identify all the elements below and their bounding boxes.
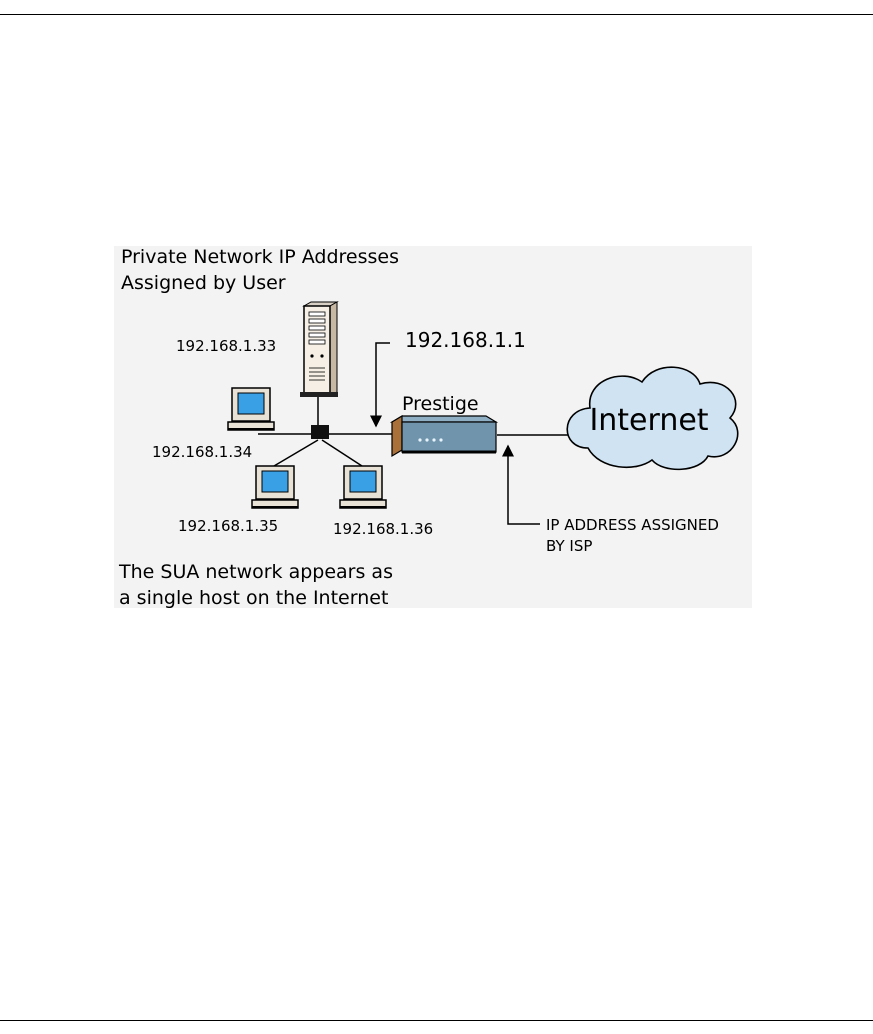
gateway-arrow xyxy=(370,342,390,428)
server-icon xyxy=(300,301,339,397)
isp-arrow xyxy=(502,444,540,525)
internet-label: Internet xyxy=(589,403,708,438)
pc-icon xyxy=(339,465,387,509)
router-label: Prestige xyxy=(402,393,479,415)
pc-ip-label: 192.168.1.34 xyxy=(152,443,252,461)
isp-note-line-1: IP ADDRESS ASSIGNED xyxy=(546,516,719,534)
isp-note-line-2: BY ISP xyxy=(546,537,592,555)
hub-icon xyxy=(311,425,329,439)
server-ip-label: 192.168.1.33 xyxy=(176,337,276,355)
pc-ip-label: 192.168.1.36 xyxy=(333,520,433,538)
pc-icon xyxy=(227,387,275,431)
footer-line-2: a single host on the Internet xyxy=(119,587,388,609)
internet-cloud-icon xyxy=(566,366,739,471)
router-icon xyxy=(389,414,499,458)
heading-line-2: Assigned by User xyxy=(121,272,286,294)
gateway-ip-label: 192.168.1.1 xyxy=(405,328,526,352)
page-bottom-rule xyxy=(0,1020,873,1021)
page-top-rule xyxy=(0,14,873,15)
pc-ip-label: 192.168.1.35 xyxy=(178,517,278,535)
heading-line-1: Private Network IP Addresses xyxy=(121,246,399,268)
footer-line-1: The SUA network appears as xyxy=(118,561,393,583)
pc-icon xyxy=(251,465,299,509)
